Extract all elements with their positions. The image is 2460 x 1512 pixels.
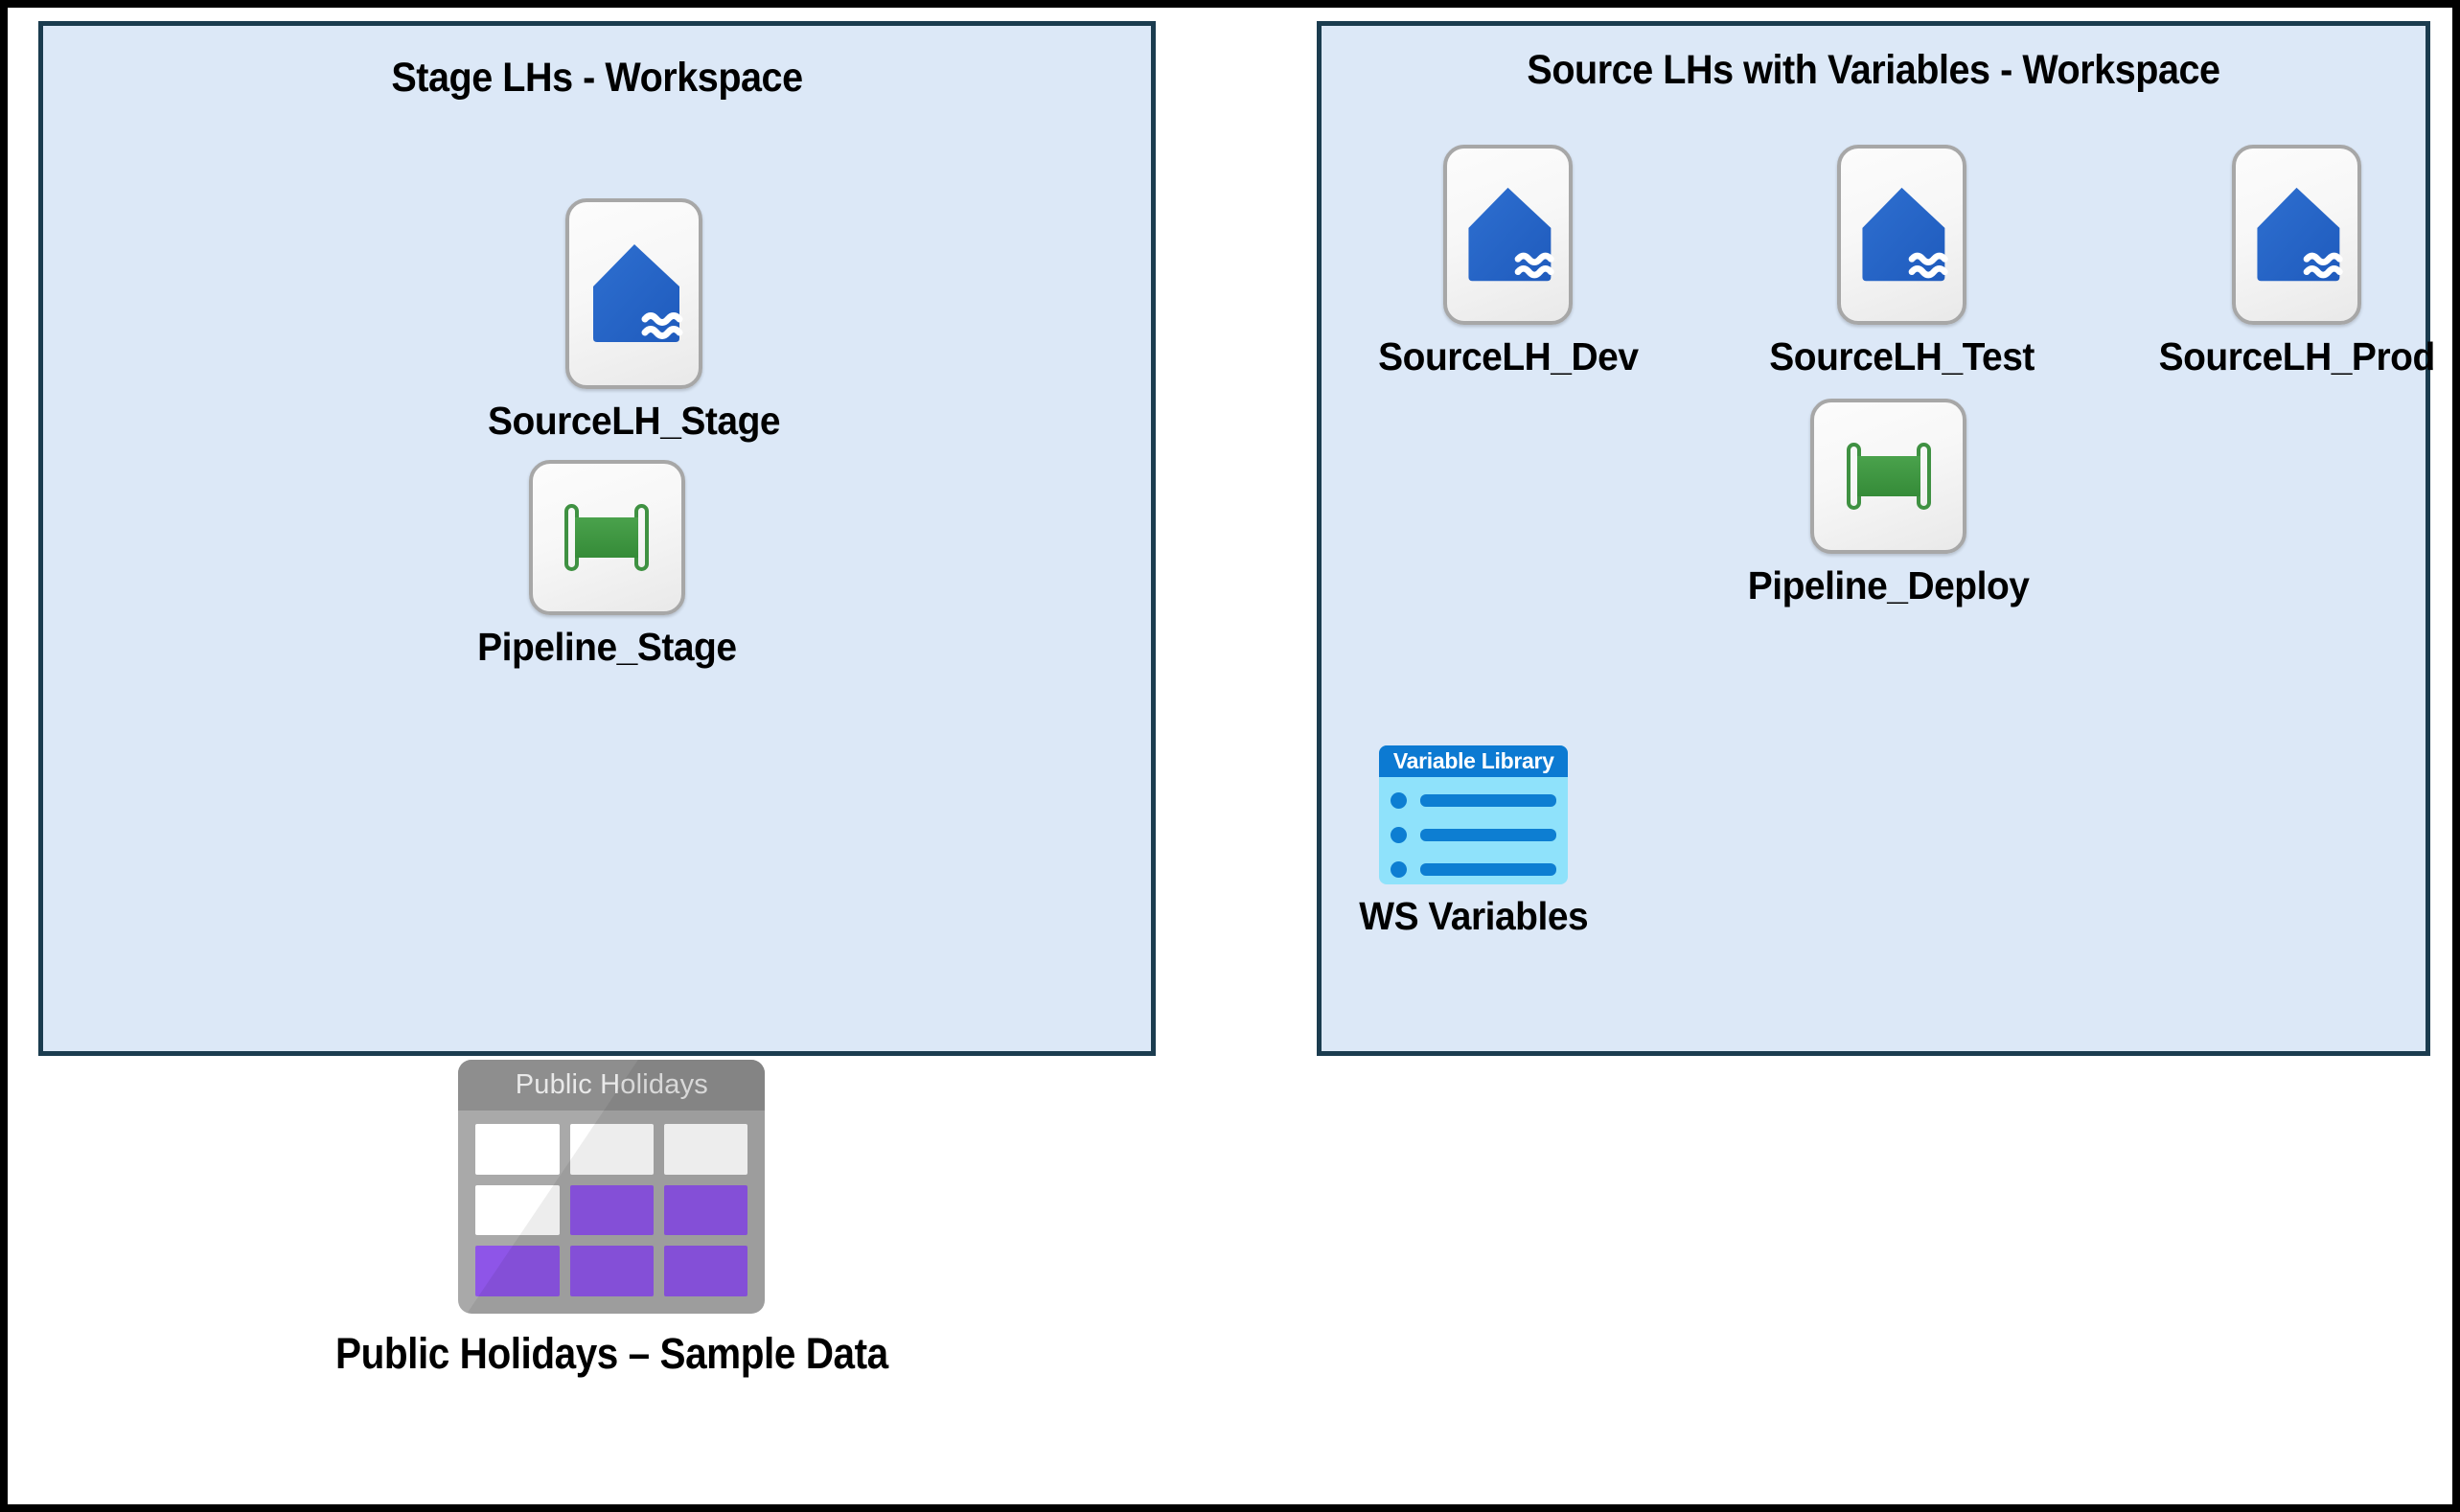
variable-library-row [1391, 861, 1557, 878]
lakehouse-tile[interactable] [565, 198, 703, 389]
table-cell [664, 1246, 748, 1296]
lakehouse-icon [582, 237, 687, 352]
lakehouse-tile[interactable] [1443, 145, 1574, 325]
variable-library-row [1391, 827, 1557, 843]
item-label: SourceLH_Dev [1378, 334, 1639, 378]
bullet-icon [1391, 827, 1408, 843]
table-cell [664, 1124, 748, 1175]
pipeline-icon [1843, 439, 1935, 514]
table-grid [458, 1111, 765, 1314]
lakehouse-tile[interactable] [2232, 145, 2362, 325]
item-label: Pipeline_Deploy [1747, 563, 2030, 607]
item-label: SourceLH_Test [1769, 334, 2035, 378]
variable-library-icon[interactable]: Variable Library [1379, 745, 1569, 884]
variable-library-row [1391, 792, 1557, 809]
pipeline-tile[interactable] [528, 460, 685, 615]
pipeline-tile[interactable] [1810, 399, 1967, 554]
table-cell [475, 1184, 560, 1236]
lakehouse-icon [1851, 180, 1952, 290]
table-cell [664, 1184, 748, 1236]
item-label: SourceLH_Stage [488, 399, 781, 443]
table-cell [569, 1124, 655, 1175]
lakehouse-icon [1458, 180, 1558, 290]
item-sourcelh-stage[interactable]: SourceLH_Stage [480, 198, 788, 444]
table-cell [475, 1124, 560, 1175]
bullet-icon [1391, 792, 1408, 809]
table-cell [475, 1246, 560, 1296]
item-label: WS Variables [1359, 894, 1589, 938]
table-icon-title: Public Holidays [458, 1060, 766, 1111]
item-public-holidays[interactable]: Public Holidays Public Holidays – Sample… [305, 1060, 919, 1379]
variable-library-rows [1379, 777, 1568, 878]
variable-library-title: Variable Library [1379, 745, 1569, 777]
table-icon[interactable]: Public Holidays [458, 1060, 766, 1314]
bullet-icon [1391, 861, 1408, 878]
item-sourcelh-test[interactable]: SourceLH_Test [1762, 145, 2041, 379]
variable-bar [1420, 794, 1557, 807]
lakehouse-tile[interactable] [1837, 145, 1967, 325]
table-cell [569, 1246, 655, 1296]
table-cell [569, 1184, 655, 1236]
variable-bar [1420, 829, 1557, 841]
item-pipeline-stage[interactable]: Pipeline_Stage [471, 460, 744, 670]
workspace-panel-stage: Stage LHs - Workspace [38, 21, 1156, 1056]
item-label: SourceLH_Prod [2158, 334, 2436, 378]
variable-bar [1420, 863, 1557, 876]
panel-title-stage: Stage LHs - Workspace [391, 55, 803, 101]
item-sourcelh-prod[interactable]: SourceLH_Prod [2151, 145, 2442, 379]
diagram-canvas: Stage LHs - Workspace [8, 8, 2452, 1504]
item-ws-variables[interactable]: Variable Library WS Varia [1353, 745, 1595, 939]
item-pipeline-deploy[interactable]: Pipeline_Deploy [1740, 399, 2036, 608]
item-label: Public Holidays – Sample Data [335, 1329, 888, 1378]
panel-title-source: Source LHs with Variables - Workspace [1527, 47, 2220, 93]
workspace-panel-source: Source LHs with Variables - Workspace [1317, 21, 2435, 1056]
pipeline-icon [561, 500, 653, 575]
item-sourcelh-dev[interactable]: SourceLH_Dev [1371, 145, 1645, 379]
lakehouse-icon [2246, 180, 2347, 290]
item-label: Pipeline_Stage [477, 625, 737, 669]
